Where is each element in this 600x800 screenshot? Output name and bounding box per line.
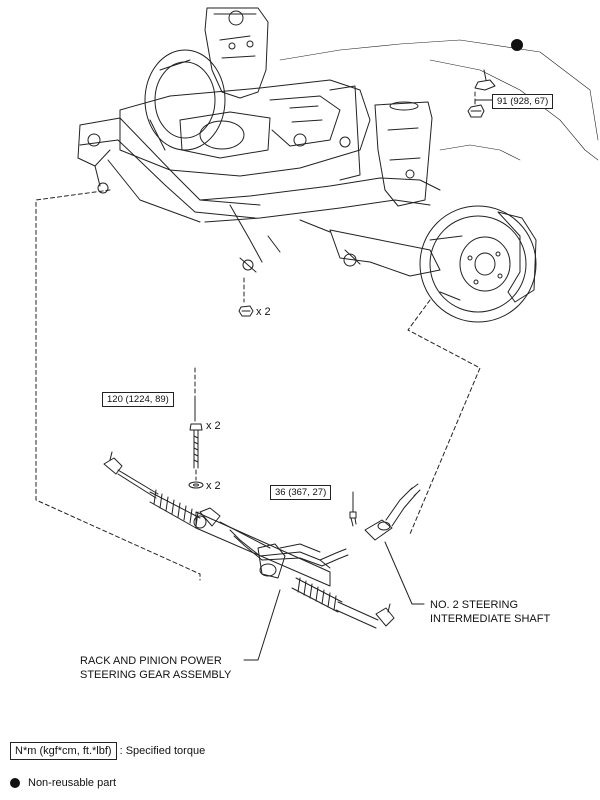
rack-label-line1: RACK AND PINION POWER: [80, 655, 222, 667]
torque-legend: N*m (kgf*cm, ft.*lbf) : Specified torque: [10, 742, 205, 760]
intermediate-shaft: [364, 483, 421, 541]
torque-callout-120: 120 (1224, 89): [102, 392, 174, 407]
shaft-bolt: [349, 511, 357, 527]
rack-assembly-label: RACK AND PINION POWER STEERING GEAR ASSE…: [80, 654, 231, 682]
rack-label-line2: STEERING GEAR ASSEMBLY: [80, 669, 232, 681]
nut-quantity: x 2: [256, 306, 271, 318]
shaft-label-line1: NO. 2 STEERING: [430, 599, 519, 611]
upper-nut: [467, 104, 485, 118]
mounting-washer: [188, 481, 204, 489]
non-reusable-legend-icon: [10, 778, 20, 788]
leader-lines: [194, 99, 493, 661]
washer-quantity: x 2: [206, 480, 221, 492]
alignment-lines: [35, 91, 481, 581]
non-reusable-part-marker: [474, 69, 496, 91]
nonreusable-legend-text: Non-reusable part: [28, 777, 117, 789]
non-reusable-dot-icon: [511, 39, 523, 51]
suspension-crossmember: [77, 7, 599, 323]
crossmember-nut: [238, 305, 254, 317]
torque-unit-box: N*m (kgf*cm, ft.*lbf): [10, 742, 117, 760]
torque-legend-text: : Specified torque: [119, 745, 206, 757]
torque-callout-36: 36 (367, 27): [270, 485, 332, 500]
torque-callout-91: 91 (928, 67): [492, 94, 554, 109]
intermediate-shaft-label: NO. 2 STEERING INTERMEDIATE SHAFT: [430, 598, 550, 626]
bolt-quantity: x 2: [206, 420, 221, 432]
shaft-label-line2: INTERMEDIATE SHAFT: [430, 613, 551, 625]
mounting-bolt: [189, 423, 203, 469]
rack-and-pinion-assembly: [103, 451, 395, 629]
nonreusable-legend: Non-reusable part: [10, 776, 116, 790]
